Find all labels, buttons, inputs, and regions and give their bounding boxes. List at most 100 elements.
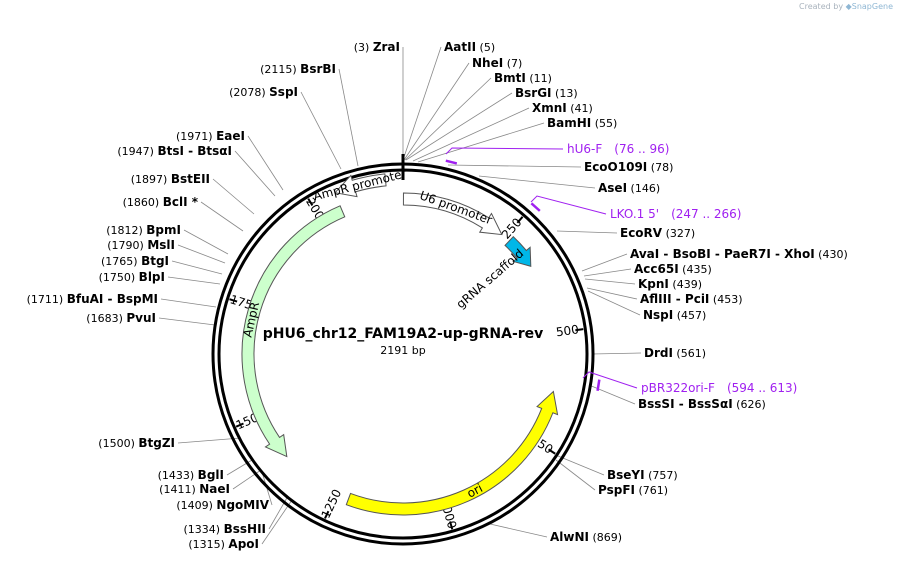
site-name: DrdI — [644, 346, 673, 360]
site-bfuai-bspmi[interactable]: (1711) BfuAI - BspMI — [27, 292, 158, 306]
site-msli[interactable]: (1790) MslI — [107, 238, 175, 252]
site-label: (1765) BtgI — [101, 254, 169, 268]
site-bcli[interactable]: (1860) BclI * — [123, 195, 199, 209]
site-name: SspI — [269, 85, 298, 99]
site-btsi-bts-i[interactable]: (1947) BtsI - BtsαI — [117, 144, 232, 158]
site-label: BamHI (55) — [547, 116, 617, 130]
site-bpmi[interactable]: (1812) BpmI — [106, 223, 181, 237]
site-name: BtgI — [141, 254, 169, 268]
tick-label: 500 — [555, 322, 580, 339]
credit-brand: SnapGene — [851, 2, 893, 11]
site-position: (1683) — [86, 312, 126, 325]
site-leader — [581, 253, 628, 272]
site-name: AseI — [598, 181, 627, 195]
site-leader — [268, 495, 289, 530]
primer-range: (247 .. 266) — [671, 207, 741, 221]
site-ngomiv[interactable]: (1409) NgoMIV — [176, 498, 269, 512]
site-eaei[interactable]: (1971) EaeI — [176, 129, 245, 143]
site-leader — [584, 278, 636, 285]
site-pspfi[interactable]: PspFI (761) — [598, 483, 668, 497]
site-label: AvaI - BsoBI - PaeR7I - XhoI (430) — [630, 247, 848, 261]
site-name: Acc65I — [634, 262, 679, 276]
site-label: NheI (7) — [472, 56, 522, 70]
site-leader — [588, 384, 636, 405]
site-blpi[interactable]: (1750) BlpI — [99, 270, 165, 284]
site-leader — [177, 437, 242, 444]
primer-mark — [596, 379, 601, 392]
feature-ampr[interactable] — [241, 205, 346, 458]
site-btgi[interactable]: (1765) BtgI — [101, 254, 169, 268]
site-label: (2115) BsrBI — [260, 62, 336, 76]
feature-u6-promoter[interactable] — [402, 192, 503, 236]
site-bseyi[interactable]: BseYI (757) — [607, 468, 678, 482]
primer-name: LKO.1 5' — [610, 207, 659, 221]
site-label: DrdI (561) — [644, 346, 706, 360]
site-label: AatII (5) — [444, 40, 495, 54]
site-bgli[interactable]: (1433) BglI — [158, 468, 224, 482]
site-bsshii[interactable]: (1334) BssHII — [184, 522, 266, 536]
site-name: BsrGI — [515, 86, 552, 100]
feature-grna-scaffold[interactable] — [504, 235, 532, 267]
site-kpni[interactable]: KpnI (439) — [638, 277, 702, 291]
site-nhei[interactable]: NheI (7) — [472, 56, 522, 70]
site-position: (1971) — [176, 130, 216, 143]
site-name: PvuI — [126, 311, 156, 325]
site-aatii[interactable]: AatII (5) — [444, 40, 495, 54]
site-label: (1860) BclI * — [123, 195, 199, 209]
site-bamhi[interactable]: BamHI (55) — [547, 116, 617, 130]
site-nspi[interactable]: NspI (457) — [643, 308, 706, 322]
site-label: EcoO109I (78) — [584, 160, 673, 174]
tick-label: 1250 — [319, 487, 345, 521]
primer-hu6-f[interactable]: hU6-F(76 .. 96) — [567, 142, 669, 156]
site-label: BmtI (11) — [494, 71, 552, 85]
site-sspi[interactable]: (2078) SspI — [229, 85, 298, 99]
site-leader — [177, 244, 226, 264]
site-afliii-pcii[interactable]: AflIII - PciI (453) — [640, 292, 742, 306]
site-alwni[interactable]: AlwNI (869) — [550, 530, 622, 544]
site-asei[interactable]: AseI (146) — [598, 181, 660, 195]
feature-ori[interactable] — [345, 390, 559, 516]
site-bmti[interactable]: BmtI (11) — [494, 71, 552, 85]
site-bsssi-bsss-i[interactable]: BssSI - BssSαI (626) — [638, 397, 766, 411]
site-btgzi[interactable]: (1500) BtgZI — [98, 436, 175, 450]
site-acc65i[interactable]: Acc65I (435) — [634, 262, 712, 276]
site-leader — [261, 499, 293, 545]
site-bsrbi[interactable]: (2115) BsrBI — [260, 62, 336, 76]
site-name: BssHII — [224, 522, 266, 536]
site-naei[interactable]: (1411) NaeI — [159, 482, 230, 496]
site-position: (2078) — [229, 86, 269, 99]
site-name: BtgZI — [138, 436, 175, 450]
site-leader — [417, 122, 545, 163]
site-xmni[interactable]: XmnI (41) — [532, 101, 593, 115]
site-position: (1812) — [106, 224, 146, 237]
feature-ampr-promoter[interactable] — [334, 173, 387, 198]
site-bsteii[interactable]: (1897) BstEII — [131, 172, 210, 186]
primer-pbr322ori-f[interactable]: pBR322ori-F(594 .. 613) — [641, 381, 797, 395]
site-label: (1500) BtgZI — [98, 436, 175, 450]
tick-mark — [547, 448, 556, 455]
site-ecoo109i[interactable]: EcoO109I (78) — [584, 160, 673, 174]
primer-range: (76 .. 96) — [614, 142, 669, 156]
site-position: (5) — [476, 41, 495, 54]
site-zrai[interactable]: (3) ZraI — [354, 40, 400, 54]
primer-lko-1-5[interactable]: LKO.1 5' (247 .. 266) — [610, 207, 742, 221]
site-position: (435) — [679, 263, 712, 276]
site-name: NgoMIV — [216, 498, 269, 512]
site-name: AvaI - BsoBI - PaeR7I - XhoI — [630, 247, 815, 261]
site-ecorv[interactable]: EcoRV (327) — [620, 226, 695, 240]
site-leader — [447, 164, 582, 168]
site-name: NaeI — [199, 482, 230, 496]
tick-mark — [575, 328, 584, 332]
site-position: (55) — [591, 117, 617, 130]
site-label: AflIII - PciI (453) — [640, 292, 742, 306]
site-drdi[interactable]: DrdI (561) — [644, 346, 706, 360]
site-label: BsrGI (13) — [515, 86, 578, 100]
site-pvui[interactable]: (1683) PvuI — [86, 311, 156, 325]
primer-leader — [530, 195, 607, 215]
site-leader — [338, 68, 359, 167]
site-avai-bsobi-paer7i-xhoi[interactable]: AvaI - BsoBI - PaeR7I - XhoI (430) — [630, 247, 848, 261]
site-apoi[interactable]: (1315) ApoI — [188, 537, 259, 551]
site-label: EcoRV (327) — [620, 226, 695, 240]
site-bsrgi[interactable]: BsrGI (13) — [515, 86, 578, 100]
site-label: (1790) MslI — [107, 238, 175, 252]
